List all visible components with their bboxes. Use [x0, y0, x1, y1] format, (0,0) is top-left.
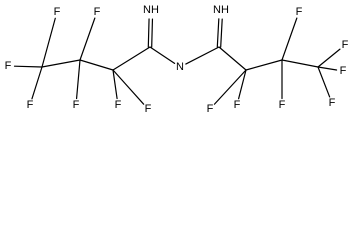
bond-c8-f13	[317, 66, 338, 71]
atom-label-f9: F	[234, 99, 241, 111]
atom-label-f8: F	[207, 103, 214, 115]
bond-c2-f5	[75, 59, 81, 100]
structure-canvas: NH N NH F F F F F F F F F F F F F F	[0, 0, 360, 118]
bond-c7-c8	[281, 59, 319, 68]
bond-layer	[13, 17, 341, 105]
bond-c1-f3	[31, 66, 43, 100]
bond-c4-n1	[147, 18, 150, 48]
atom-label-f5: F	[73, 99, 80, 111]
atom-label-f10: F	[279, 99, 286, 111]
bond-c2-c3	[79, 59, 114, 71]
atom-label-f14: F	[329, 97, 336, 109]
bond-c5-c6	[218, 46, 247, 71]
bond-c2-f4	[79, 17, 96, 61]
bond-c6-f8	[213, 69, 247, 105]
bond-n2-c5	[185, 46, 220, 65]
bond-c3-c4	[112, 46, 151, 71]
bond-c4-n2	[149, 46, 176, 64]
bond-c3-f7	[112, 69, 145, 105]
bond-c1-f2	[41, 17, 56, 68]
bond-c4-n1	[151, 18, 154, 48]
bond-c6-c7	[245, 59, 283, 71]
bond-c7-f11	[281, 17, 298, 61]
atom-label-n3: NH	[213, 4, 229, 16]
atom-label-f13: F	[340, 65, 347, 77]
bond-c6-f9	[238, 69, 247, 100]
molecule-structure: NH N NH F F F F F F F F F F F F F F	[5, 4, 349, 115]
atom-label-f3: F	[27, 99, 34, 111]
atom-label-f7: F	[145, 103, 152, 115]
atom-label-n2: N	[176, 61, 184, 73]
atom-label-layer: NH N NH F F F F F F F F F F F F F F	[5, 4, 349, 115]
atom-label-f11: F	[296, 6, 303, 18]
bond-c5-n3	[220, 18, 223, 48]
atom-label-f12: F	[342, 39, 349, 51]
atom-label-f6: F	[115, 99, 122, 111]
atom-label-f2: F	[54, 6, 61, 18]
bond-c1-c2	[41, 59, 81, 68]
bond-c3-f6	[112, 69, 118, 100]
bond-c5-n3	[216, 18, 220, 48]
atom-label-n1: NH	[143, 4, 159, 16]
bond-c1-f1	[13, 65, 43, 68]
bond-c8-f12	[317, 48, 341, 68]
atom-label-f1: F	[5, 60, 12, 72]
atom-label-f4: F	[94, 6, 101, 18]
bond-c8-f14	[317, 66, 331, 98]
